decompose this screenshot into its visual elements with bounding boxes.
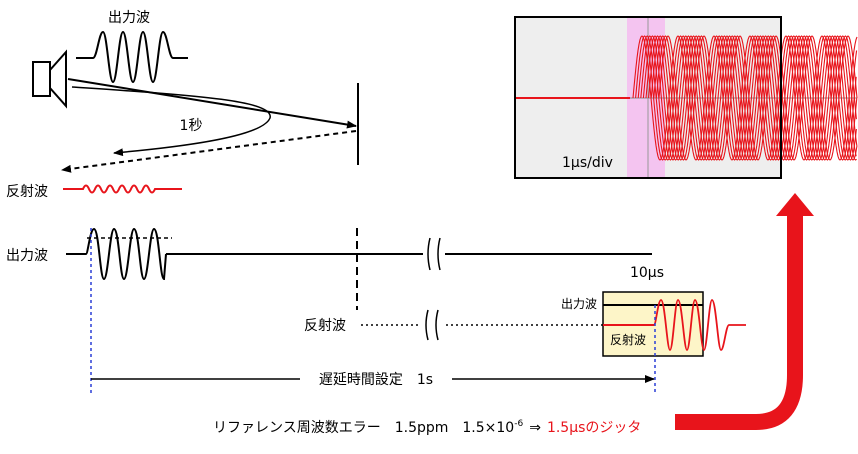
incident-beam [67,78,357,129]
big-red-arrowhead [776,193,814,216]
error-caption-text: リファレンス周波数エラー 1.5ppm 1.5×10 [213,420,514,436]
zoom-output-label: 出力波 [561,297,597,311]
reflected-beam [61,130,357,173]
timeline-output-burst [85,227,167,281]
timeline-reflected-wave-label: 反射波 [304,318,346,334]
zoom-reflected-label: 反射波 [610,332,646,347]
oscilloscope-panel: 1μs/div [514,16,858,179]
top-output-wave-label: 出力波 [108,10,150,26]
timeline-break-output [423,236,445,272]
zoom-width-label: 10μs [630,265,664,281]
delay-curve [71,86,271,157]
scope-frame [514,16,782,179]
scope-trace [650,35,857,161]
timeline-break-reflected [421,308,443,342]
top-reflected-wave [63,184,182,194]
speaker-icon [32,49,67,109]
error-caption-exponent: -6 [514,419,523,429]
timeline-output-wave-label: 出力波 [6,248,48,264]
scope-trace [658,35,858,161]
top-output-wave [76,30,188,84]
top-reflected-wave-label: 反射波 [6,184,48,200]
zoom-reflected-burst [653,299,746,351]
scope-waveform-traces [632,35,858,161]
big-red-arrow [675,215,803,430]
error-caption: リファレンス周波数エラー 1.5ppm 1.5×10-6 ⇒ 1.5μsのジッタ [213,419,641,436]
scope-div-label: 1μs/div [562,155,613,171]
jitter-result: 1.5μsのジッタ [547,420,641,436]
delay-setting-label: 遅延時間設定 1s [319,372,433,388]
delay-label: 1秒 [180,118,203,134]
scope-trace [655,35,857,161]
error-caption-arrow: ⇒ [529,420,541,436]
